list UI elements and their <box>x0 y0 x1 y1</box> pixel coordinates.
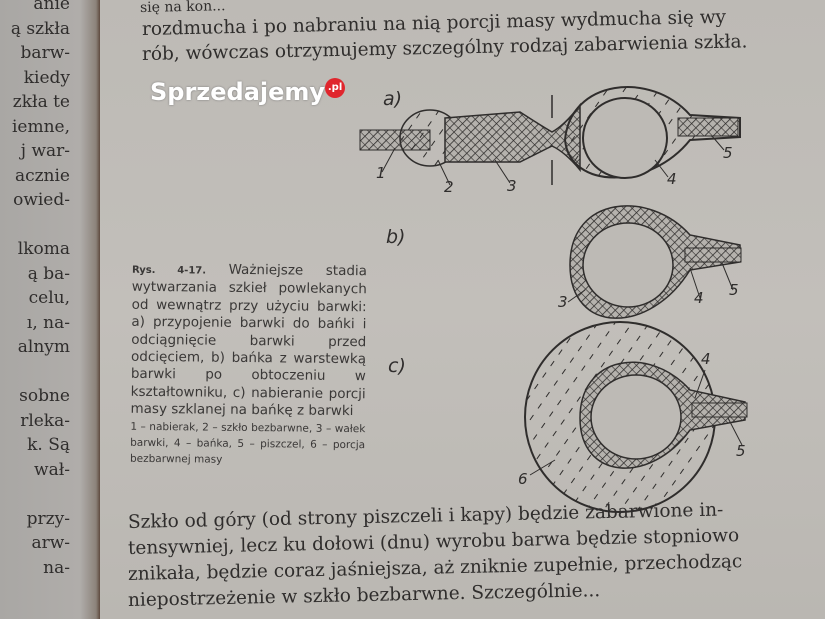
label-a-5: 5 <box>723 144 733 162</box>
left-page: anie ą szkła barw-kiedy zkła te iemne, j war-… <box>0 0 100 619</box>
label-b-4: 4 <box>694 289 704 307</box>
left-page-line: ą ba- <box>27 263 70 284</box>
left-page-line: kiedy <box>23 67 70 88</box>
figure-a <box>359 86 741 186</box>
label-c-5: 5 <box>736 442 746 460</box>
label-a-2: 2 <box>444 178 454 196</box>
left-page-line: alnym <box>17 337 70 357</box>
watermark-badge: .pl <box>325 78 346 98</box>
watermark-logo: Sprzedajemy.pl <box>150 78 346 106</box>
caption-text: Ważniejsze stadia wytwarzania szkieł pow… <box>130 261 368 420</box>
left-page-line: anie <box>33 0 70 14</box>
caption-legend: 1 – nabierak, 2 – szkło bezbarwne, 3 – w… <box>129 420 366 466</box>
left-page-line: lkoma <box>17 239 70 259</box>
label-a-4: 4 <box>667 170 677 188</box>
left-page-line: ą szkła <box>10 18 70 39</box>
figure-part-b-label: b) <box>386 226 406 248</box>
caption-prefix: Rys. 4-17. <box>131 264 207 277</box>
right-page <box>100 0 825 619</box>
label-a-3: 3 <box>507 177 517 195</box>
watermark-text: Sprzedajemy <box>150 78 326 106</box>
label-a-1: 1 <box>376 164 386 182</box>
figure-c <box>524 321 748 513</box>
left-page-line: na- <box>43 557 70 578</box>
figure-b <box>567 205 742 319</box>
left-page-line: przy- <box>26 508 70 529</box>
left-page-line: rleka- <box>20 410 70 431</box>
left-page-line: owied- <box>13 190 70 210</box>
left-page-line: k. Są <box>27 435 70 455</box>
left-page-line: ı, na- <box>26 312 70 333</box>
left-page-line: iemne, <box>11 116 70 137</box>
left-page-line: sobne <box>19 386 70 406</box>
left-page-line: celu, <box>28 288 70 308</box>
label-c-4: 4 <box>701 350 711 368</box>
left-page-line: acznie <box>14 165 70 186</box>
left-page-line: zkła te <box>12 92 70 112</box>
label-b-5: 5 <box>729 281 739 299</box>
figure-part-a-label: a) <box>383 88 403 110</box>
figure-part-c-label: c) <box>388 355 406 377</box>
label-b-3: 3 <box>558 293 568 311</box>
figure-caption: Rys. 4-17. Ważniejsze stadia wytwarzania… <box>130 261 367 469</box>
left-page-line: arw- <box>31 533 70 553</box>
left-page-line: barw- <box>20 43 70 63</box>
left-page-line: wał- <box>34 459 70 480</box>
left-page-line: j war- <box>20 141 70 161</box>
label-c-6: 6 <box>518 470 528 488</box>
